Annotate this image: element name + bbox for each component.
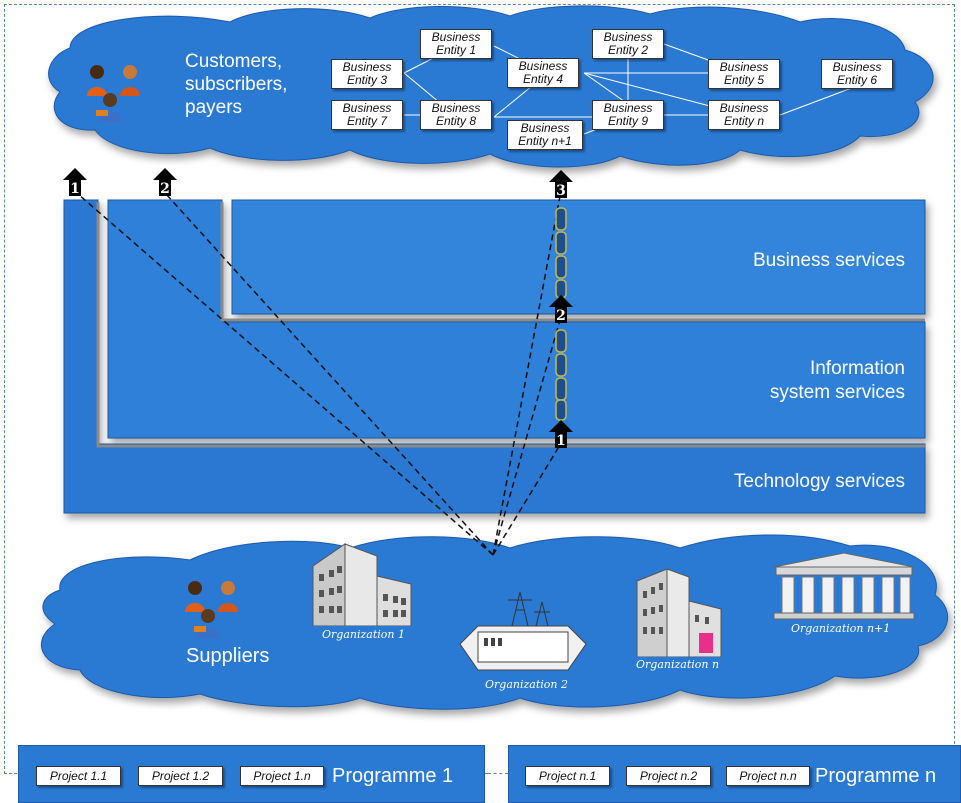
entity-line: Business: [520, 121, 570, 135]
technology-services-label: Technology services: [733, 471, 905, 492]
organization-n-building-icon: [633, 567, 725, 658]
programme-1-label: Programme 1: [332, 765, 454, 787]
entity-line: Entity n: [723, 114, 765, 128]
arrow-number: 2: [160, 181, 170, 196]
organization-n-label: Organization n: [636, 658, 720, 671]
entity-line: Entity 6: [836, 73, 878, 87]
information-services-line-1: Information: [809, 358, 905, 379]
entity-line: Business: [342, 60, 392, 74]
organization-n-plus-1-building-icon: [770, 552, 918, 621]
entity-line: Business: [431, 101, 481, 115]
project-n-2: Project n.2: [626, 766, 711, 786]
arrow-up-icon-2-chain: 2: [549, 295, 573, 324]
entity-line: Entity 7: [346, 114, 388, 128]
entity-line: Business: [832, 60, 882, 74]
entity-line: Entity 9: [607, 114, 649, 128]
entity-line: Business: [719, 101, 769, 115]
arrow-number: 1: [70, 181, 80, 196]
entity-line: Business: [719, 60, 769, 74]
entity-line: Business: [603, 30, 653, 44]
entity-line: Business: [342, 101, 392, 115]
diagram-frame: [4, 4, 955, 774]
entity-line: Entity 8: [435, 114, 477, 128]
arrow-up-icon-1-left: 1: [63, 168, 87, 197]
information-services-line-2: system services: [769, 382, 905, 403]
entity-line: Business: [431, 30, 481, 44]
entity-line: Entity 5: [723, 73, 765, 87]
suppliers-cloud: [40, 534, 949, 710]
project-1-1: Project 1.1: [36, 766, 121, 786]
chain: [555, 207, 567, 421]
organization-1-label: Organization 1: [322, 628, 405, 641]
service-blocks: [63, 199, 926, 514]
organization-n-plus-1-label: Organization n+1: [791, 622, 891, 635]
dashed-links: [77, 193, 561, 556]
arrow-up-icon-3-chain: 3: [549, 170, 573, 199]
entity-line: Entity 2: [607, 43, 649, 57]
frame-bottom-line-2: [488, 773, 508, 774]
project-n-1: Project n.1: [525, 766, 610, 786]
customers-label-line-1: Customers,: [185, 51, 283, 72]
organization-2-label: Organization 2: [485, 678, 568, 691]
entity-line: Business: [603, 101, 653, 115]
organization-1-building-icon: [305, 540, 417, 627]
project-1-n: Project 1.n: [240, 766, 324, 786]
arrow-number: 1: [556, 433, 566, 448]
suppliers-label: Suppliers: [186, 645, 270, 667]
suppliers-people-icon: [182, 578, 252, 642]
arrow-up-icon-1-chain: 1: [549, 420, 573, 449]
project-n-n: Project n.n: [726, 766, 810, 786]
entity-line: Entity 1: [435, 43, 477, 57]
arrow-number: 3: [556, 183, 566, 198]
entity-line: Entity 4: [522, 72, 564, 86]
organization-2-power-plant-icon: [458, 590, 588, 674]
project-1-2: Project 1.2: [138, 766, 223, 786]
programme-n-label: Programme n: [815, 765, 937, 787]
arrow-number: 2: [556, 308, 566, 323]
arrow-up-icon-2-left: 2: [153, 168, 177, 197]
customers-label-line-2: subscribers,: [185, 74, 288, 95]
customers-label-line-3: payers: [185, 97, 243, 118]
customers-people-icon: [84, 62, 154, 126]
business-services-label: Business services: [752, 250, 905, 271]
entity-line: Entity n+1: [518, 134, 572, 148]
customers-label: Customers, subscribers, payers: [185, 50, 315, 119]
information-services-label: Information system services: [770, 357, 905, 405]
entity-line: Business: [518, 59, 568, 73]
entity-line: Entity 3: [346, 73, 388, 87]
